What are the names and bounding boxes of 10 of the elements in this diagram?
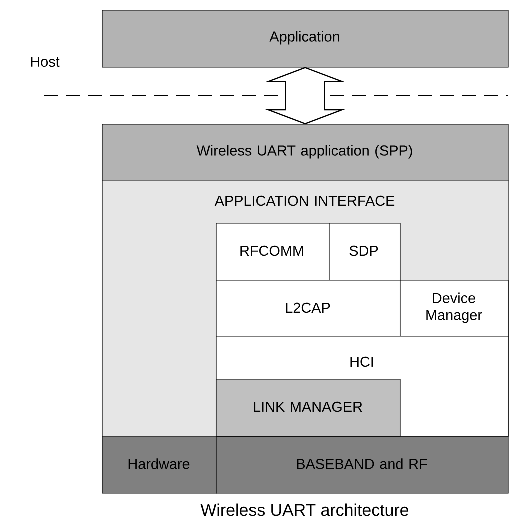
layer-box: Hardware [102,436,217,494]
protocol-box: SDP [329,223,401,281]
double-arrow [265,67,346,125]
protocol-box: RFCOMM [216,223,330,281]
protocol-box: LINK MANAGER [216,379,401,437]
layer-box: Application [102,10,509,68]
protocol-box: Device Manager [400,280,509,337]
side-label: Host [31,56,60,68]
caption: Wireless UART architecture [200,504,409,516]
layer-box: Wireless UART application (SPP) [102,124,509,181]
